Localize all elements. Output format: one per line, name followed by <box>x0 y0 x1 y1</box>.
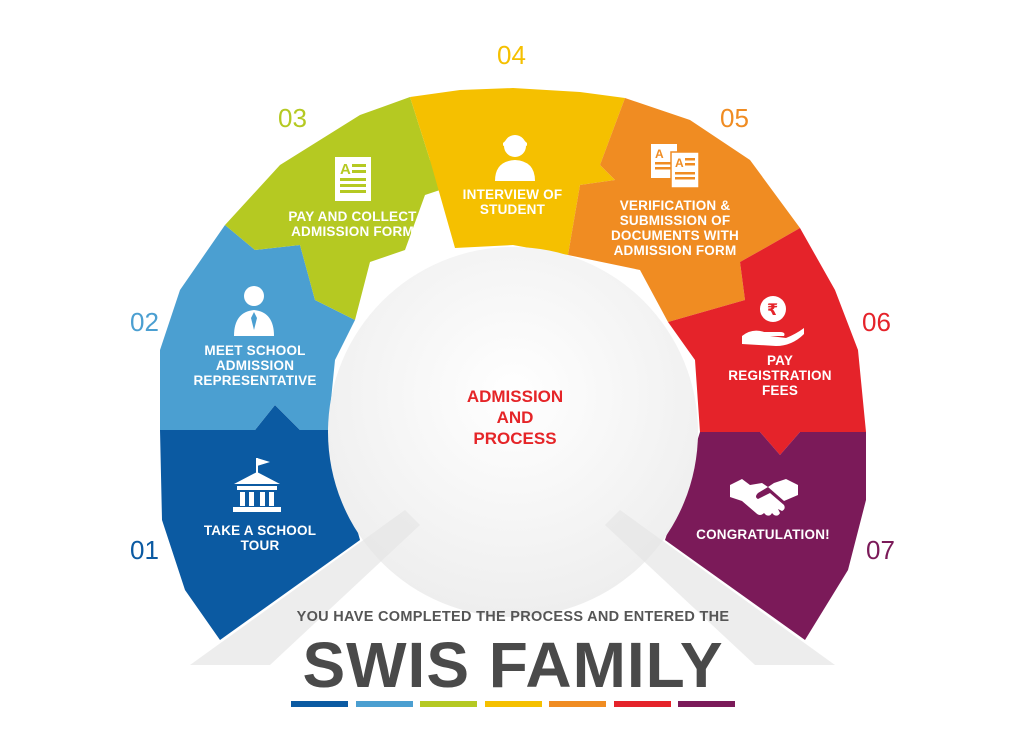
documents-icon: A A <box>651 144 700 189</box>
step-label-07: CONGRATULATION! <box>696 527 830 542</box>
floor-shadow-left <box>190 510 420 665</box>
document-icon: A <box>335 157 371 201</box>
svg-text:₹: ₹ <box>767 300 778 319</box>
representative-icon <box>234 286 274 336</box>
step-number-01: 01 <box>130 535 159 565</box>
student-icon <box>495 135 535 181</box>
segment-step-01 <box>160 405 360 640</box>
color-bar-01 <box>291 701 348 707</box>
segment-step-03 <box>225 97 455 320</box>
step-number-07: 07 <box>866 535 895 565</box>
headline: SWIS FAMILY <box>302 629 724 701</box>
svg-text:A: A <box>675 156 684 170</box>
color-bar-04 <box>484 701 542 707</box>
school-building-icon <box>233 458 281 512</box>
segment-step-05 <box>568 98 800 322</box>
color-bar-05 <box>549 701 606 707</box>
rupee-hand-icon: ₹ <box>742 296 804 346</box>
step-number-06: 06 <box>862 307 891 337</box>
step-number-02: 02 <box>130 307 159 337</box>
segment-step-07 <box>665 432 866 640</box>
color-bar-03 <box>420 701 477 707</box>
svg-text:A: A <box>340 161 351 178</box>
color-bar-02 <box>355 701 413 707</box>
svg-text:A: A <box>655 147 664 161</box>
step-number-04: 04 <box>497 40 526 70</box>
floor-shadow-right <box>605 510 835 665</box>
handshake-icon <box>730 479 798 516</box>
step-number-05: 05 <box>720 103 749 133</box>
color-bar-06 <box>613 701 671 707</box>
tagline: YOU HAVE COMPLETED THE PROCESS AND ENTER… <box>296 609 730 625</box>
color-bar-07 <box>678 701 735 707</box>
step-number-03: 03 <box>278 103 307 133</box>
